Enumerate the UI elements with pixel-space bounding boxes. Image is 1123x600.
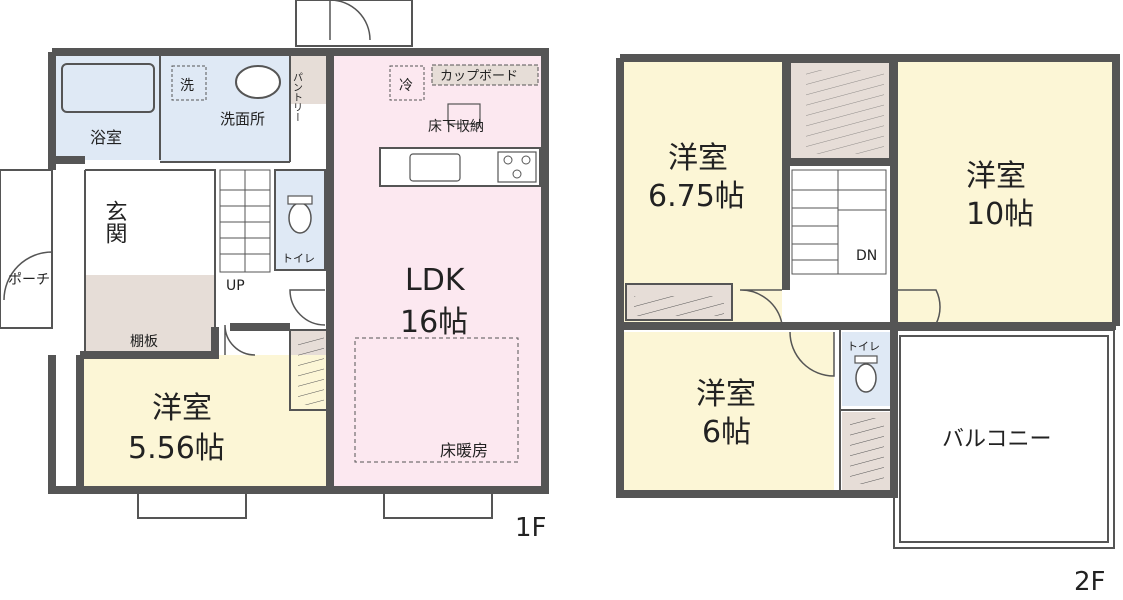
label-western-2f-c-size: 6帖 [702, 415, 751, 450]
toilet-2f-tank [854, 355, 878, 364]
label-fridge: 冷 [399, 78, 413, 94]
balcony-outline [893, 329, 1115, 549]
burner [521, 155, 531, 165]
label-ldk-size: 16帖 [400, 305, 468, 340]
wall-1f-entrance [84, 169, 216, 353]
western-2f-a-room [624, 62, 782, 324]
wall-2f-closet-top [789, 61, 891, 161]
wall-2f-toilet [839, 330, 890, 490]
label-western-2f-a-size: 6.75帖 [648, 179, 745, 214]
door-arc [224, 324, 256, 356]
label-up: UP [226, 278, 245, 294]
label-underfloor: 床下収納 [428, 119, 484, 135]
wall-1f-closet [289, 329, 329, 411]
closet-2f-top-hatch [806, 70, 884, 154]
label-floor-heating: 床暖房 [440, 441, 488, 460]
stairs-1f [219, 169, 271, 273]
underfloor-storage-box [447, 103, 481, 125]
label-toilet-2f: トイレ [847, 340, 880, 353]
sink [235, 65, 281, 99]
label-dn: DN [856, 248, 877, 264]
label-toilet-1f: トイレ [282, 252, 315, 265]
label-western-1f-size: 5.56帖 [128, 431, 225, 466]
label-washer: 洗 [180, 78, 194, 94]
washer-box [171, 65, 207, 101]
closet-1f-hatch [298, 335, 324, 405]
label-ldk-name: LDK [405, 263, 466, 298]
label-floor-1f: 1F [515, 513, 547, 543]
kitchen-sink [409, 153, 461, 182]
balcony-inner [899, 335, 1109, 543]
shelf-area [85, 327, 215, 352]
label-entrance: 玄関 [102, 200, 127, 244]
label-cupboard: カップボード [440, 69, 518, 84]
label-floor-2f: 2F [1074, 567, 1106, 597]
ldk-room [330, 52, 545, 490]
stove [497, 151, 537, 183]
wall-1f-washroom [159, 52, 291, 163]
entrance-floor [85, 275, 215, 327]
closet-2f-mid-hatch [634, 296, 724, 316]
closet-2f-small-hatch [850, 418, 884, 484]
balcony-area [898, 332, 1112, 546]
labels: 浴室 洗 洗面所 冷 カップボード 床下収納 パントリー 玄関 ポーチ 棚板 ト… [8, 69, 1106, 597]
label-western-2f-a-name: 洋室 [668, 141, 728, 176]
wall-1f-toilet [274, 169, 326, 271]
door-arc [3, 251, 53, 301]
toilet-2f-bowl [855, 363, 877, 393]
window [137, 489, 247, 519]
floor-heating-area [354, 337, 519, 463]
porch [0, 169, 53, 329]
door-arc [289, 289, 326, 326]
wall-2f-closet-mid [625, 283, 733, 321]
bath-room [52, 52, 160, 160]
label-balcony: バルコニー [942, 427, 1052, 452]
toilet-1f-bowl [288, 202, 312, 234]
western-1f-room [80, 355, 328, 490]
toilet-1f-tank [287, 195, 313, 205]
door-arc [739, 289, 783, 325]
fridge-box [389, 65, 425, 101]
western-2f-b-room [898, 62, 1112, 324]
floor-1 [0, 0, 549, 519]
door-arc [789, 331, 835, 377]
label-porch: ポーチ [8, 272, 50, 288]
pantry-room [290, 52, 330, 104]
burner [512, 169, 522, 179]
wall-2f-inner [620, 58, 898, 330]
door-arc [329, 0, 371, 41]
label-shelf: 棚板 [130, 334, 158, 350]
label-bath: 浴室 [90, 128, 122, 147]
door-arc [898, 289, 941, 325]
window [383, 489, 493, 519]
label-western-2f-c-name: 洋室 [696, 377, 756, 412]
label-western-2f-b-name: 洋室 [966, 159, 1026, 194]
label-pantry: パントリー [291, 72, 303, 122]
entrance-step [295, 0, 413, 47]
label-western-1f-name: 洋室 [152, 391, 212, 426]
stairs-2f [791, 169, 887, 275]
floor-2 [616, 54, 1120, 549]
label-western-2f-b-size: 10帖 [966, 197, 1034, 232]
label-washroom: 洗面所 [220, 110, 265, 128]
cupboard-box [431, 64, 539, 86]
bathtub [61, 63, 155, 113]
burner [503, 155, 513, 165]
